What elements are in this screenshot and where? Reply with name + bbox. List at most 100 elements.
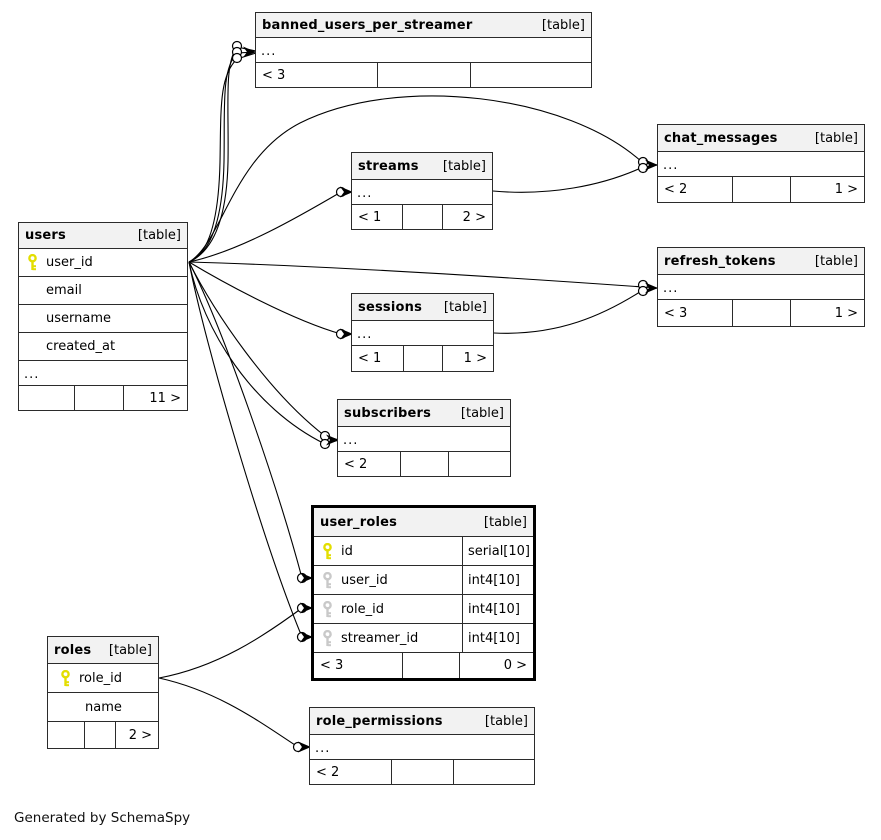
relationship-users-refresh_tokens — [188, 261, 659, 289]
footer-out-degree: 1 > — [442, 346, 493, 371]
column-row-email[interactable]: email — [19, 277, 187, 305]
table-title: banned_users_per_streamer — [262, 17, 473, 33]
column-row-streamer_id[interactable]: streamer_id int4[10] — [314, 624, 533, 653]
table-header[interactable]: role_permissions [table] — [310, 708, 534, 735]
column-name: name — [85, 699, 122, 715]
footer-mid — [732, 177, 790, 202]
footer-mid — [732, 300, 790, 326]
footer-mid — [390, 760, 454, 784]
table-title: user_roles — [320, 514, 398, 530]
ellipsis-row: ... — [658, 275, 864, 300]
footer-out-degree: 0 > — [458, 653, 533, 678]
table-users[interactable]: users [table] user_id email username cre… — [18, 222, 188, 411]
column-row-username[interactable]: username — [19, 305, 187, 333]
ellipsis-row: ... — [352, 180, 492, 205]
table-header[interactable]: subscribers [table] — [338, 400, 510, 427]
relationship-roles-role_permissions — [158, 677, 311, 753]
footer-in-degree: < 1 — [358, 209, 382, 225]
column-type: int4[10] — [462, 624, 533, 652]
table-footer: 2 > — [48, 722, 158, 748]
footer-out-degree — [453, 760, 534, 784]
table-tag: [table] — [460, 405, 504, 421]
table-title: users — [25, 228, 66, 243]
table-header[interactable]: user_roles [table] — [314, 508, 533, 537]
table-tag: [table] — [137, 228, 181, 243]
column-row-role_id[interactable]: role_id — [48, 664, 158, 693]
generator-note: Generated by SchemaSpy — [14, 810, 191, 826]
relationship-streams-chat_messages — [492, 156, 659, 193]
footer-in-degree: < 2 — [344, 456, 368, 472]
column-row-created_at[interactable]: created_at — [19, 333, 187, 361]
table-footer: < 2 — [338, 452, 510, 476]
table-tag: [table] — [541, 17, 585, 33]
table-streams[interactable]: streams [table] ... < 1 2 > — [351, 152, 493, 230]
table-header[interactable]: sessions [table] — [352, 294, 493, 321]
table-footer: 11 > — [19, 386, 187, 410]
footer-in-degree — [19, 386, 74, 410]
footer-out-degree — [470, 63, 591, 87]
table-roles[interactable]: roles [table] role_id name 2 > — [47, 636, 159, 749]
ellipsis-row: ... — [338, 427, 510, 452]
table-tag: [table] — [442, 158, 486, 174]
relationship-users-streams — [188, 186, 353, 263]
relationship-users-sessions — [188, 261, 353, 340]
table-tag: [table] — [814, 253, 858, 269]
column-name: user_id — [341, 572, 388, 588]
ellipsis-row: ... — [658, 152, 864, 177]
column-row-name[interactable]: name — [48, 693, 158, 722]
ellipsis-row: ... — [352, 321, 493, 346]
footer-in-degree: < 3 — [262, 67, 286, 83]
table-header[interactable]: chat_messages [table] — [658, 125, 864, 152]
relationship-users-banned_users_per_streamer — [188, 40, 257, 263]
column-row-user_id[interactable]: user_id — [19, 249, 187, 277]
footer-out-degree: 2 > — [441, 205, 492, 229]
table-title: subscribers — [344, 405, 432, 421]
table-sessions[interactable]: sessions [table] ... < 1 1 > — [351, 293, 494, 372]
table-title: roles — [54, 642, 92, 658]
footer-out-degree — [448, 452, 510, 476]
footer-mid — [74, 386, 123, 410]
primary-key-icon — [60, 669, 71, 687]
relationship-users-user_roles — [188, 261, 313, 643]
column-row-role_id[interactable]: role_id int4[10] — [314, 595, 533, 624]
footer-in-degree: < 3 — [664, 305, 688, 321]
table-title: sessions — [358, 299, 423, 315]
table-chat_messages[interactable]: chat_messages [table] ... < 2 1 > — [657, 124, 865, 203]
table-header[interactable]: roles [table] — [48, 637, 158, 664]
table-header[interactable]: refresh_tokens [table] — [658, 248, 864, 275]
table-banned_users_per_streamer[interactable]: banned_users_per_streamer [table] ... < … — [255, 12, 592, 88]
table-user_roles[interactable]: user_roles [table] id serial[10] user_id… — [311, 505, 536, 681]
table-header[interactable]: banned_users_per_streamer [table] — [256, 13, 591, 38]
table-tag: [table] — [814, 130, 858, 146]
primary-key-icon — [27, 254, 38, 271]
table-header[interactable]: streams [table] — [352, 153, 492, 180]
table-header[interactable]: users [table] — [19, 223, 187, 249]
footer-mid — [401, 653, 459, 678]
column-row-user_id[interactable]: user_id int4[10] — [314, 566, 533, 595]
table-role_permissions[interactable]: role_permissions [table] ... < 2 — [309, 707, 535, 785]
footer-mid — [402, 346, 442, 371]
table-subscribers[interactable]: subscribers [table] ... < 2 — [337, 399, 511, 477]
primary-key-icon — [322, 542, 333, 560]
column-name: created_at — [46, 339, 116, 354]
table-tag: [table] — [108, 642, 152, 658]
table-refresh_tokens[interactable]: refresh_tokens [table] ... < 3 1 > — [657, 247, 865, 327]
column-name: id — [341, 543, 353, 559]
foreign-key-icon — [322, 629, 333, 647]
table-footer: < 3 — [256, 63, 591, 87]
table-title: refresh_tokens — [664, 253, 776, 269]
footer-mid — [399, 452, 448, 476]
table-footer: < 2 1 > — [658, 177, 864, 202]
footer-mid — [84, 722, 115, 748]
footer-mid — [376, 63, 471, 87]
column-row-id[interactable]: id serial[10] — [314, 537, 533, 566]
foreign-key-icon — [322, 571, 333, 589]
footer-in-degree: < 2 — [316, 764, 340, 780]
footer-out-degree: 1 > — [789, 300, 864, 326]
footer-in-degree — [48, 722, 84, 748]
column-name: role_id — [79, 670, 122, 686]
footer-in-degree: < 2 — [664, 182, 688, 197]
table-footer: < 3 0 > — [314, 653, 533, 678]
